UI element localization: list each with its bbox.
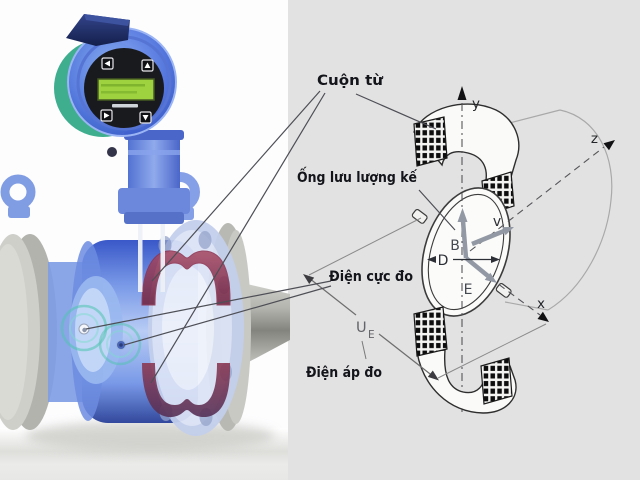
- arrow-right-icon: [104, 112, 110, 119]
- photo-electrode-left: [78, 323, 90, 335]
- coil-winding-face: [413, 116, 448, 167]
- diameter-arrow-left: [427, 256, 436, 263]
- leader-coil-to-photo-top: [151, 90, 321, 282]
- axis-label-x: x: [537, 296, 545, 312]
- leader-electrode-left: [85, 280, 332, 330]
- x-axis-arrow: [537, 311, 549, 322]
- leader-tube-to-diagram: [418, 189, 456, 231]
- coil-winding-face: [413, 306, 448, 357]
- voltage-dimension: [303, 217, 547, 381]
- label-electrodes: Điện cực đo: [329, 269, 413, 285]
- vector-E: [464, 256, 490, 278]
- vector-v: [471, 228, 505, 247]
- extension-line: [308, 217, 422, 276]
- key-bottom-left: [100, 109, 113, 122]
- flow-meter-photo: [0, 14, 290, 480]
- label-voltage: Điện áp đo: [306, 365, 382, 381]
- electrode-rings: [60, 304, 142, 366]
- vectors: [427, 208, 514, 283]
- keypad: [100, 57, 154, 124]
- symbol-B: B: [450, 238, 460, 254]
- dimension-arrow-lower: [427, 370, 439, 381]
- symbol-E: E: [464, 282, 473, 298]
- left-steel-flange: [0, 234, 57, 430]
- arrow-up-icon: [144, 62, 151, 68]
- key-top-right: [141, 59, 154, 72]
- leader-electrode-right: [123, 285, 332, 346]
- y-axis-arrow: [457, 86, 467, 100]
- magnet-coil-bottom: [413, 306, 517, 414]
- device-shadow: [25, 421, 275, 451]
- principle-diagram: Cuộn từ Ống lưu lượng kế Điện cực đo Điệ…: [85, 73, 615, 414]
- brand-plate: [112, 104, 138, 108]
- diameter-arrow-right: [491, 256, 500, 263]
- axis-label-y: y: [472, 96, 480, 112]
- leader-coil-to-photo-bottom: [150, 92, 326, 384]
- arrow-left-icon: [104, 60, 110, 67]
- frame-line: [437, 323, 547, 379]
- vector-v-arrow: [502, 227, 514, 236]
- label-coil: Cuộn từ: [317, 73, 384, 89]
- display-head: [54, 14, 177, 137]
- coil-winding-face: [480, 357, 513, 405]
- head-cap-highlight: [84, 14, 130, 26]
- voltage-leader: [361, 340, 367, 360]
- symbol-voltage-U: U: [356, 320, 367, 336]
- magnet-coil-top: [413, 103, 520, 216]
- diagram-electrode-bottom: [495, 282, 512, 298]
- vector-B: [460, 220, 469, 259]
- symbol-D: D: [438, 253, 449, 269]
- lcd-screen: [97, 78, 155, 101]
- key-bottom-right: [139, 111, 152, 124]
- arrow-down-icon: [142, 115, 149, 121]
- z-axis-arrow: [603, 140, 615, 151]
- axis-label-z: z: [591, 131, 598, 147]
- vector-B-arrow: [457, 208, 468, 222]
- key-top-left: [101, 57, 114, 70]
- leader-lines: [85, 90, 456, 384]
- symbol-v: v: [493, 214, 501, 230]
- vector-E-arrow: [484, 272, 497, 283]
- dimension-arrow-upper: [303, 274, 315, 284]
- symbol-voltage-E-sub: E: [368, 329, 375, 341]
- label-tube: Ống lưu lượng kế: [297, 166, 417, 186]
- magnet-coil-bottom-photo: [142, 363, 231, 418]
- leader-coil-to-diagram: [355, 93, 437, 130]
